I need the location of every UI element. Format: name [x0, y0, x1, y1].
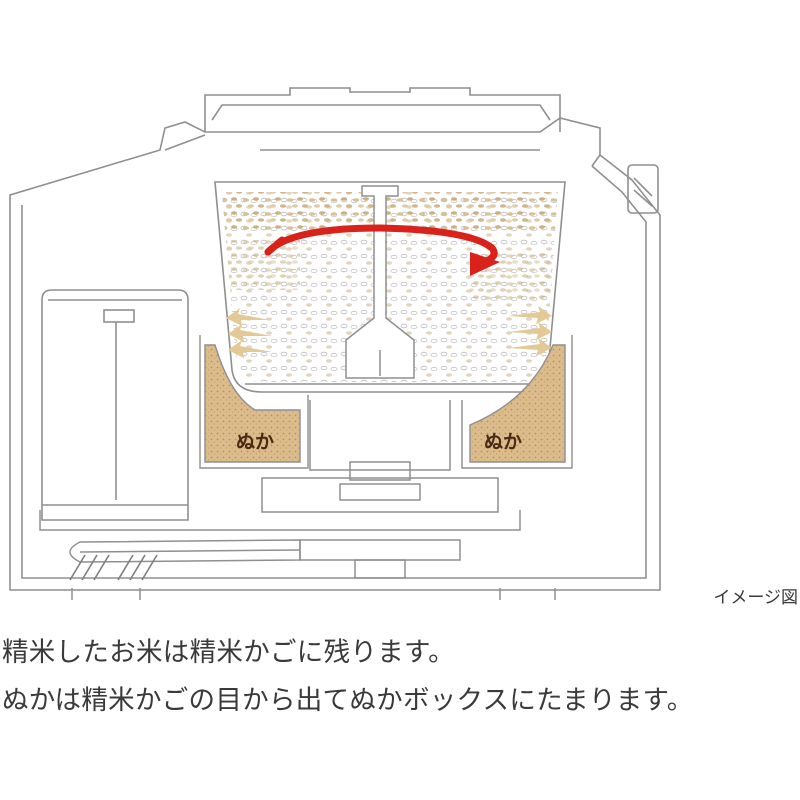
left-bin-label: ぬか	[236, 431, 274, 453]
image-note: イメージ図	[713, 588, 798, 608]
swirl-arrow	[264, 224, 500, 276]
motor-base	[39, 400, 556, 600]
bran-flow-arrows-left	[226, 308, 272, 358]
bran-compartment-left	[199, 335, 309, 469]
polishing-basket	[214, 181, 566, 393]
gear-icon	[69, 554, 158, 581]
right-bin-label: ぬか	[484, 431, 522, 453]
caption-line-2: ぬかは精米かごの目から出てぬかボックスにたまります。	[2, 685, 694, 716]
caption-line-1: 精米したお米は精米かごに残ります。	[2, 637, 455, 668]
bran-compartment-right	[461, 335, 573, 469]
bran-box-left-container	[41, 289, 189, 521]
rice-polisher-cutaway-diagram: ぬか ぬか	[9, 87, 661, 600]
machine-housing	[9, 87, 661, 591]
bran-flow-arrows-right	[508, 306, 552, 356]
